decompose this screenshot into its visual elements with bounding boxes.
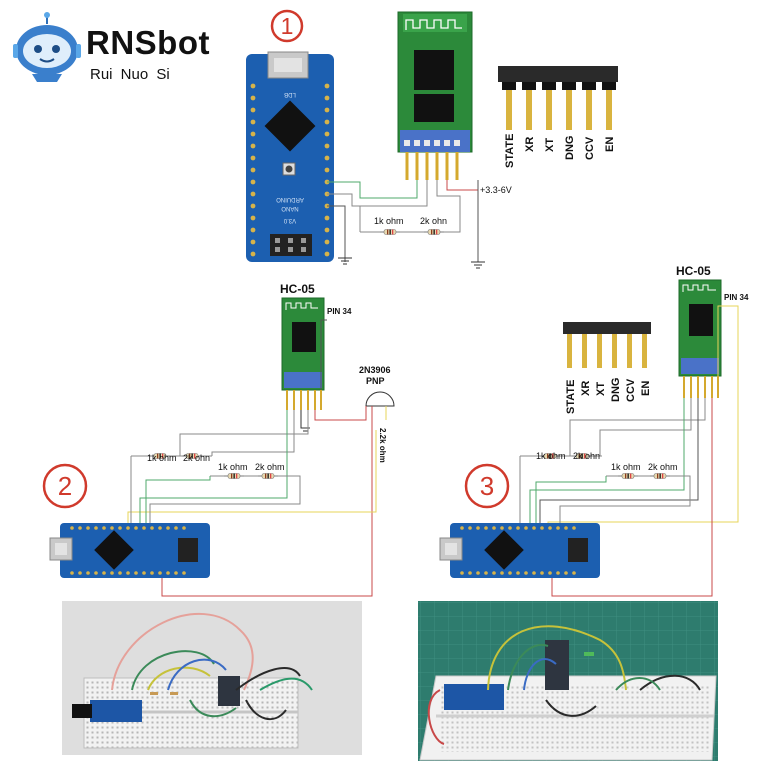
resistor-label-2k-1: 2k ohn xyxy=(420,216,447,226)
module-title-2: HC-05 xyxy=(280,282,315,296)
resistor-label-1k-3a: 1k ohm xyxy=(536,451,566,461)
wires-2 xyxy=(127,319,387,597)
diagram-3: HC-05 PIN 34 STATE XR XT DNG CCV EN xyxy=(439,264,749,597)
wires-3 xyxy=(519,305,739,597)
wires-1 xyxy=(327,180,485,269)
voltage-label: +3.3-6V xyxy=(480,185,512,195)
pin-label-state-3: STATE xyxy=(565,380,577,414)
badge-3 xyxy=(464,463,510,509)
hc05-module-1 xyxy=(397,11,473,180)
transistor-type-label: PNP xyxy=(366,376,385,386)
resistor-1k-1 xyxy=(379,229,401,235)
resistor-1k-3b xyxy=(617,473,639,479)
pin-label-state-1: STATE xyxy=(504,134,516,168)
badge-3-label: 3 xyxy=(480,471,494,501)
diagram-1: 1 xyxy=(246,9,618,269)
resistor-1k-2b xyxy=(223,473,245,479)
pin-label-gnd-3: DNG xyxy=(610,378,622,402)
resistor-2k-2b xyxy=(257,473,279,479)
pin-label-en-1: EN xyxy=(604,137,616,152)
pin34-label-3: PIN 34 xyxy=(724,293,749,302)
board-chip-label: LDB xyxy=(284,91,296,97)
arduino-nano-board-2 xyxy=(49,523,210,578)
diagram-2: HC-05 PIN 34 2N3906 PNP 2.2k ohm xyxy=(42,282,395,597)
breadboard-photo-1 xyxy=(62,601,362,755)
arduino-nano-board: LDB ARDUINO NANO V3.0 xyxy=(246,51,334,262)
resistor-label-2k-2b: 2k ohm xyxy=(255,462,285,472)
transistor-model-label: 2N3906 xyxy=(359,365,391,375)
badge-2 xyxy=(42,463,88,509)
pin-label-rx-1: XR xyxy=(524,137,536,152)
pin-label-tx-1: XT xyxy=(544,138,556,152)
transistor-2n3906 xyxy=(365,391,395,407)
resistor-2k-1 xyxy=(423,229,445,235)
resistor-2k-3b xyxy=(649,473,671,479)
hc05-module-3 xyxy=(678,279,722,398)
board-name-label-1: ARDUINO xyxy=(276,196,304,202)
board-name-label-2: NANO xyxy=(281,205,299,211)
resistor-label-1k-3b: 1k ohm xyxy=(611,462,641,472)
pin-header-3 xyxy=(563,322,651,368)
pin-label-vcc-1: CCV xyxy=(584,136,596,160)
badge-2-label: 2 xyxy=(58,471,72,501)
module-title-3: HC-05 xyxy=(676,264,711,278)
pin34-label-2: PIN 34 xyxy=(327,307,352,316)
base-resistor-label: 2.2k ohm xyxy=(378,428,387,463)
board-version-label: V3.0 xyxy=(283,217,296,223)
pin-label-en-3: EN xyxy=(640,381,652,396)
resistor-label-1k-2a: 1k ohm xyxy=(147,453,177,463)
resistor-label-2k-3b: 2k ohm xyxy=(648,462,678,472)
resistor-label-1k-2b: 1k ohm xyxy=(218,462,248,472)
resistor-label-2k-3a: 2k ohn xyxy=(573,451,600,461)
pin-label-rx-3: XR xyxy=(580,381,592,396)
hc05-module-2 xyxy=(281,297,325,410)
resistor-label-1k-1: 1k ohm xyxy=(374,216,404,226)
pin-label-vcc-3: CCV xyxy=(625,378,637,402)
arduino-nano-board-3 xyxy=(439,523,600,578)
breadboard-photo-2 xyxy=(418,601,718,761)
vcc-wire xyxy=(446,180,478,191)
pin-label-tx-3: XT xyxy=(595,382,607,396)
robot-logo-icon xyxy=(10,10,84,84)
brand-subtitle: Rui Nuo Si xyxy=(90,66,170,83)
pin-label-gnd-1: DNG xyxy=(564,136,576,160)
badge-1 xyxy=(270,9,304,43)
badge-1-label: 1 xyxy=(281,13,294,39)
resistor-label-2k-2a: 2k ohn xyxy=(183,453,210,463)
pin-header-1 xyxy=(498,66,618,130)
brand-name: RNSbot xyxy=(86,24,210,61)
